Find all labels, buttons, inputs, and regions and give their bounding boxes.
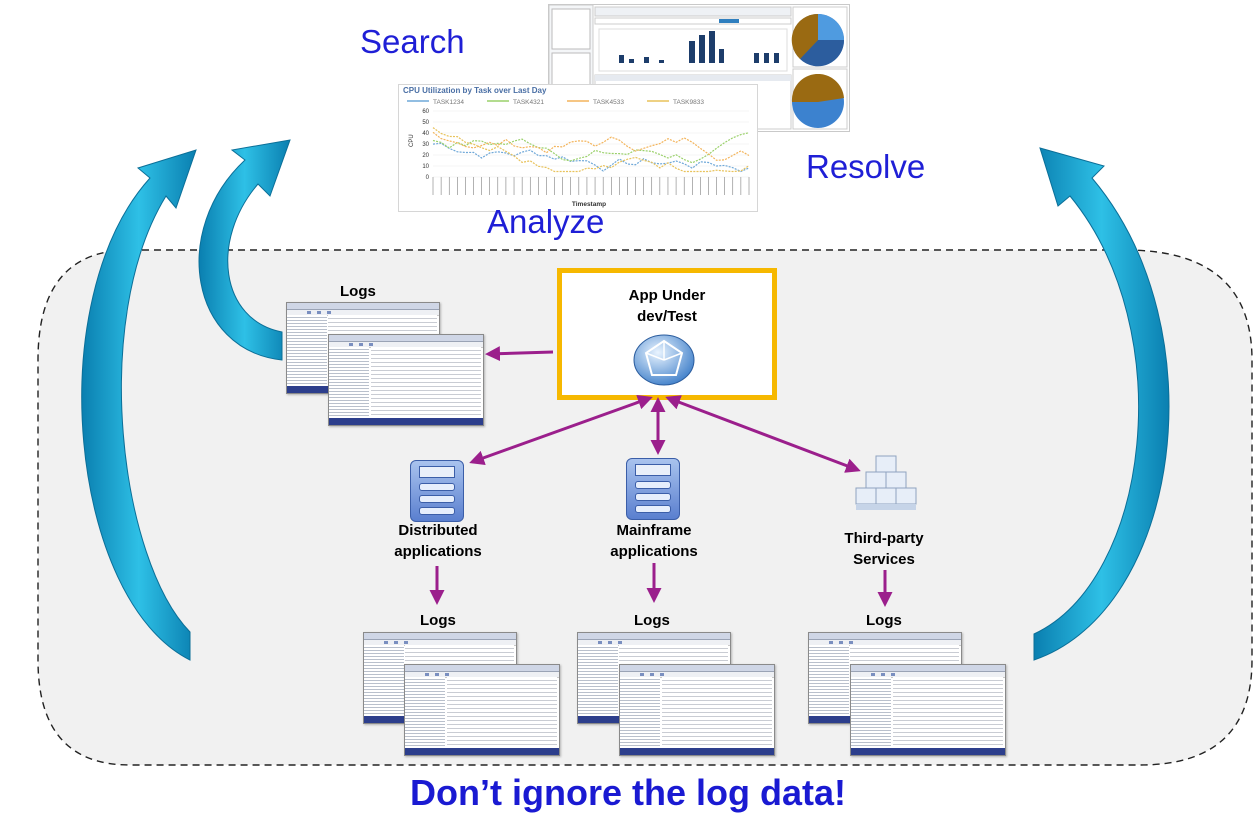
mainframe-line1: Mainframe xyxy=(616,522,692,539)
pie-chart-top xyxy=(791,13,845,67)
y-tick-label: 0 xyxy=(426,175,430,181)
thirdparty-label: Third-party Services xyxy=(832,528,936,570)
cpu-utilization-chart: CPU Utilization by Task over Last Day TA… xyxy=(398,84,758,212)
y-tick-label: 40 xyxy=(422,131,429,137)
y-tick-label: 30 xyxy=(422,142,429,148)
logs-label-thirdparty: Logs xyxy=(866,612,902,629)
pie-chart-bottom xyxy=(791,74,844,128)
right-cycle-arrow xyxy=(1033,147,1170,661)
distributed-line2: applications xyxy=(394,543,482,560)
distributed-line1: Distributed xyxy=(398,522,478,539)
y-tick-label: 50 xyxy=(422,120,429,126)
legend-entry: TASK4321 xyxy=(513,99,544,106)
distributed-label: Distributed applications xyxy=(386,520,490,562)
app-globe-icon xyxy=(633,334,695,386)
chart-title: CPU Utilization by Task over Last Day xyxy=(403,86,547,95)
log-window-mainframe-front xyxy=(619,664,775,756)
stage-search: Search xyxy=(360,23,465,60)
log-window-distributed-front xyxy=(404,664,560,756)
logs-label-top: Logs xyxy=(340,283,376,300)
cpu-series-line xyxy=(432,131,750,161)
log-window-thirdparty-front xyxy=(850,664,1006,756)
thirdparty-line1: Third-party xyxy=(844,530,924,547)
mainframe-label: Mainframe applications xyxy=(602,520,706,562)
x-axis-label: Timestamp xyxy=(572,201,606,208)
cpu-series-line xyxy=(432,132,750,164)
thirdparty-line2: Services xyxy=(853,551,915,568)
legend-entry: TASK4533 xyxy=(593,99,624,106)
arrow-app-thirdparty xyxy=(665,395,861,473)
arrow-app-to-top-logs xyxy=(485,346,554,362)
left-outer-cycle-arrow xyxy=(81,149,197,661)
chart-plot: TASK1234 TASK4321 TASK4533 TASK9833 60 50 40 30… xyxy=(407,99,750,208)
y-axis-label: CPU xyxy=(409,134,415,147)
legend-entry: TASK1234 xyxy=(433,99,464,106)
app-label-line1: App Under xyxy=(628,287,706,304)
footer-message: Don’t ignore the log data! xyxy=(410,772,846,813)
stage-resolve: Resolve xyxy=(806,148,926,185)
third-party-cubes-icon xyxy=(855,455,917,510)
y-tick-label: 20 xyxy=(422,153,429,159)
mainframe-line2: applications xyxy=(610,543,698,560)
cpu-series-line xyxy=(432,127,750,173)
legend-entry: TASK9833 xyxy=(673,99,704,106)
app-label-line2: dev/Test xyxy=(637,308,697,325)
y-tick-label: 60 xyxy=(422,109,429,115)
log-window-top-front xyxy=(328,334,484,426)
cpu-series-line xyxy=(432,142,750,173)
stage-analyze: Analyze xyxy=(487,203,605,240)
arrow-app-distributed xyxy=(469,395,653,465)
logs-label-distributed: Logs xyxy=(420,612,456,629)
left-inner-cycle-arrow xyxy=(198,139,291,361)
logs-label-mainframe: Logs xyxy=(634,612,670,629)
mainframe-server-icon xyxy=(626,458,680,520)
distributed-server-icon xyxy=(410,460,464,522)
y-tick-label: 10 xyxy=(422,164,429,170)
